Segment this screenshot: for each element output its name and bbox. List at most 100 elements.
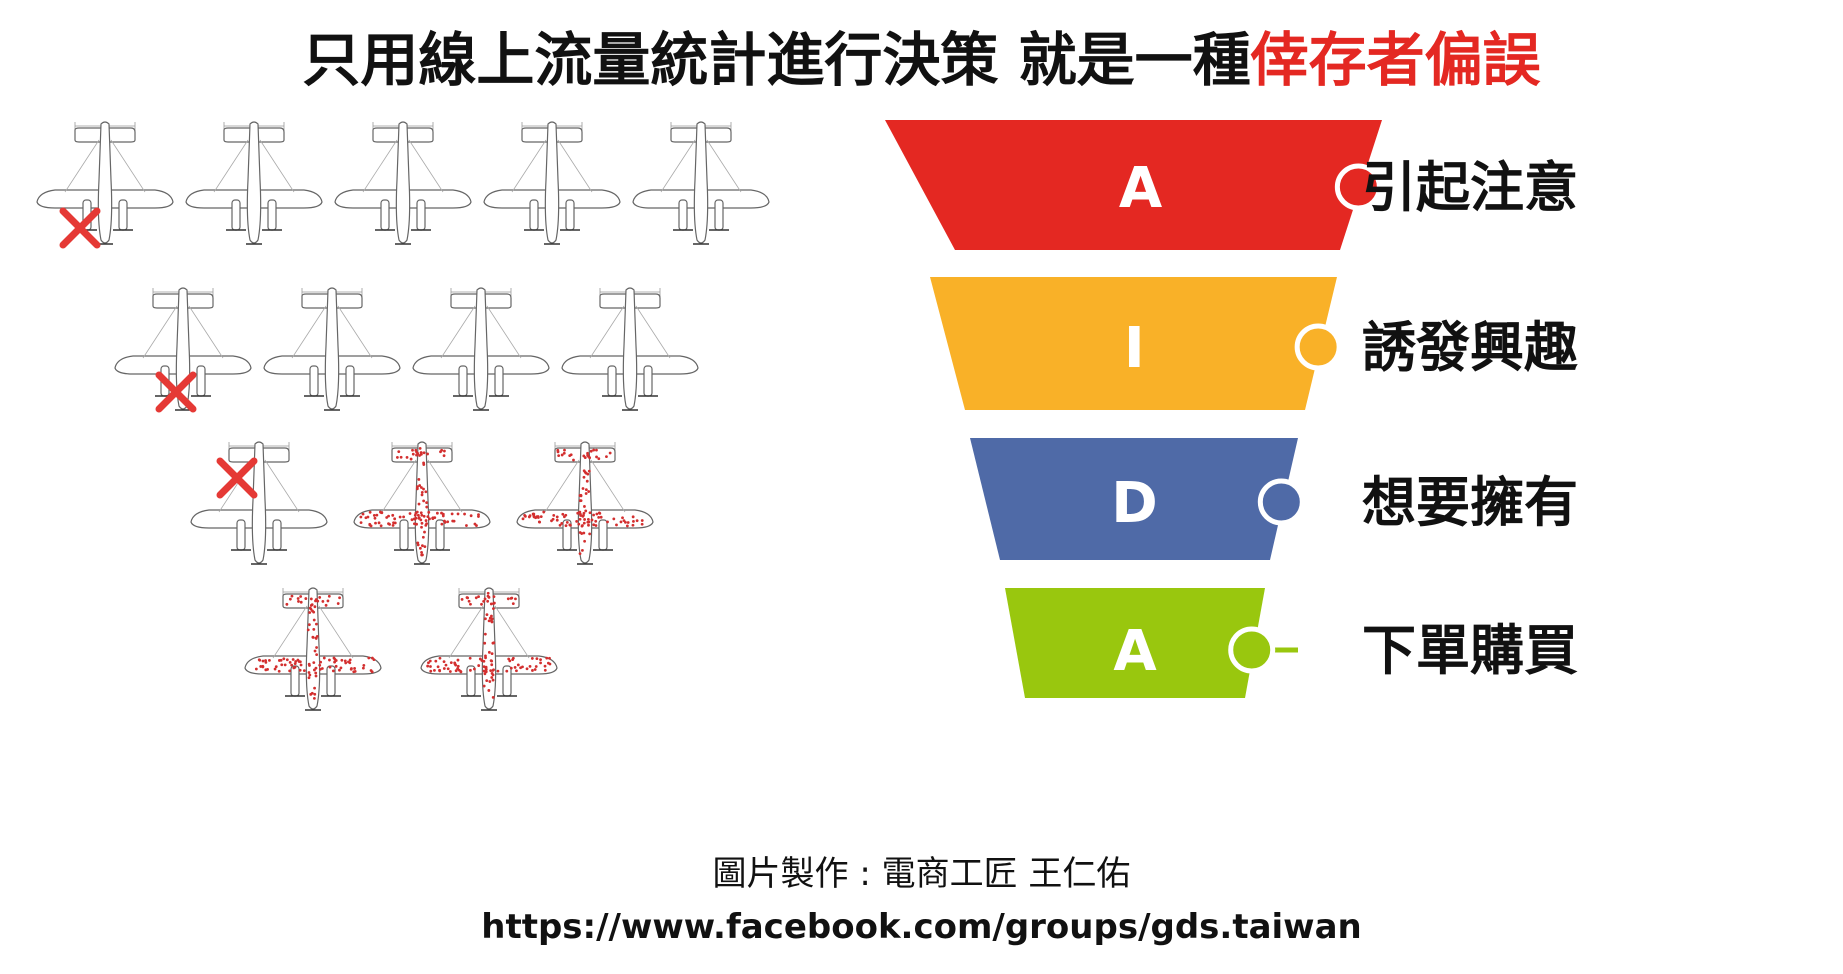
bullet-hole: [344, 661, 348, 665]
bullet-hole: [454, 669, 458, 673]
bullet-hole: [296, 658, 300, 662]
bullet-hole: [415, 522, 418, 526]
cross-mark: [155, 371, 197, 413]
bullet-hole: [456, 658, 460, 662]
bullet-hole: [422, 499, 426, 503]
bullet-hole: [428, 517, 431, 521]
bullet-hole: [581, 548, 584, 552]
bullet-hole: [581, 524, 584, 527]
bullet-hole: [313, 605, 317, 609]
bullet-hole: [482, 659, 486, 663]
bullet-hole: [314, 637, 318, 640]
bullet-hole: [451, 519, 455, 523]
bullet-hole: [562, 451, 566, 455]
bullet-hole: [632, 520, 635, 523]
bullet-hole: [306, 628, 310, 632]
bullet-hole: [562, 515, 566, 519]
bullet-hole: [359, 521, 363, 524]
bullet-hole: [640, 522, 644, 526]
bullet-hole: [293, 665, 297, 669]
bullet-hole: [511, 602, 515, 606]
bullet-hole: [508, 659, 512, 663]
bullet-hole: [362, 664, 366, 667]
bullet-hole: [426, 664, 430, 668]
bullet-hole: [534, 516, 538, 520]
bullet-hole: [588, 456, 592, 460]
bullet-hole: [490, 614, 493, 618]
bullet-hole: [460, 597, 464, 601]
bullet-hole: [482, 599, 486, 603]
bullet-hole: [543, 664, 547, 668]
bullet-hole: [338, 596, 341, 600]
bullet-hole: [483, 641, 487, 645]
bullet-hole: [320, 667, 324, 670]
bullet-hole: [288, 669, 292, 673]
credit-link[interactable]: https://www.facebook.com/groups/gds.taiw…: [481, 907, 1362, 947]
bullet-hole: [417, 516, 421, 520]
bullet-hole: [261, 665, 265, 669]
bullet-hole: [491, 695, 495, 699]
bullet-hole: [308, 623, 311, 627]
bullet-hole: [422, 451, 426, 455]
returned-plane: [244, 587, 382, 711]
bullet-hole: [391, 513, 395, 517]
bullet-hole: [557, 454, 561, 458]
bullet-hole: [625, 524, 629, 528]
bullet-hole: [486, 591, 490, 595]
bullet-hole: [418, 454, 421, 457]
bullet-hole: [369, 524, 373, 528]
bullet-hole: [314, 622, 318, 626]
bullet-hole: [421, 535, 425, 539]
bullet-hole: [438, 669, 442, 673]
bullet-hole: [318, 663, 322, 667]
bullet-hole: [442, 454, 446, 458]
bullet-hole: [578, 499, 582, 503]
page-title: 只用線上流量統計進行決策 就是一種倖存者偏誤: [0, 22, 1843, 98]
bullet-hole: [521, 517, 525, 521]
bullet-hole: [487, 650, 491, 654]
bullet-hole: [590, 518, 594, 522]
bullet-hole: [477, 664, 481, 667]
bullet-hole: [581, 487, 585, 490]
title-prefix: 只用線上流量統計進行決策 就是一種: [302, 26, 1251, 94]
bullet-hole: [579, 514, 583, 517]
bullet-hole: [441, 514, 445, 518]
plane: [483, 121, 621, 245]
bullet-hole: [332, 656, 336, 660]
plane: [185, 121, 323, 245]
bullet-hole: [436, 665, 440, 669]
bullet-hole: [595, 448, 598, 452]
bullet-hole: [438, 656, 442, 660]
bullet-hole: [324, 603, 328, 607]
bullet-hole: [580, 532, 584, 535]
plane-row: [36, 121, 770, 249]
bullet-hole: [379, 524, 383, 528]
bullet-hole: [392, 521, 395, 525]
bullet-hole: [489, 602, 493, 606]
bullet-hole: [597, 515, 601, 519]
bullet-hole: [569, 453, 573, 457]
bullet-hole: [308, 673, 312, 677]
bullet-hole: [416, 543, 420, 547]
bullet-hole: [307, 671, 311, 674]
bullet-hole: [420, 490, 424, 494]
bullet-hole: [336, 602, 340, 605]
bullet-hole: [420, 513, 424, 517]
bullet-hole: [587, 469, 591, 473]
bullet-hole: [456, 667, 460, 670]
bullet-hole: [422, 463, 426, 466]
bullet-hole: [414, 516, 418, 520]
bullet-hole: [489, 669, 493, 673]
bullet-hole: [349, 667, 353, 671]
bullet-hole: [588, 511, 592, 515]
bullet-hole: [409, 457, 413, 461]
bullet-hole: [402, 515, 406, 519]
bullet-hole: [387, 522, 390, 526]
bullet-hole: [535, 657, 539, 661]
bullet-hole: [420, 544, 424, 548]
bullet-hole: [418, 484, 422, 487]
bullet-hole: [605, 455, 608, 459]
bullet-hole: [594, 519, 598, 523]
bullet-hole: [542, 510, 546, 514]
